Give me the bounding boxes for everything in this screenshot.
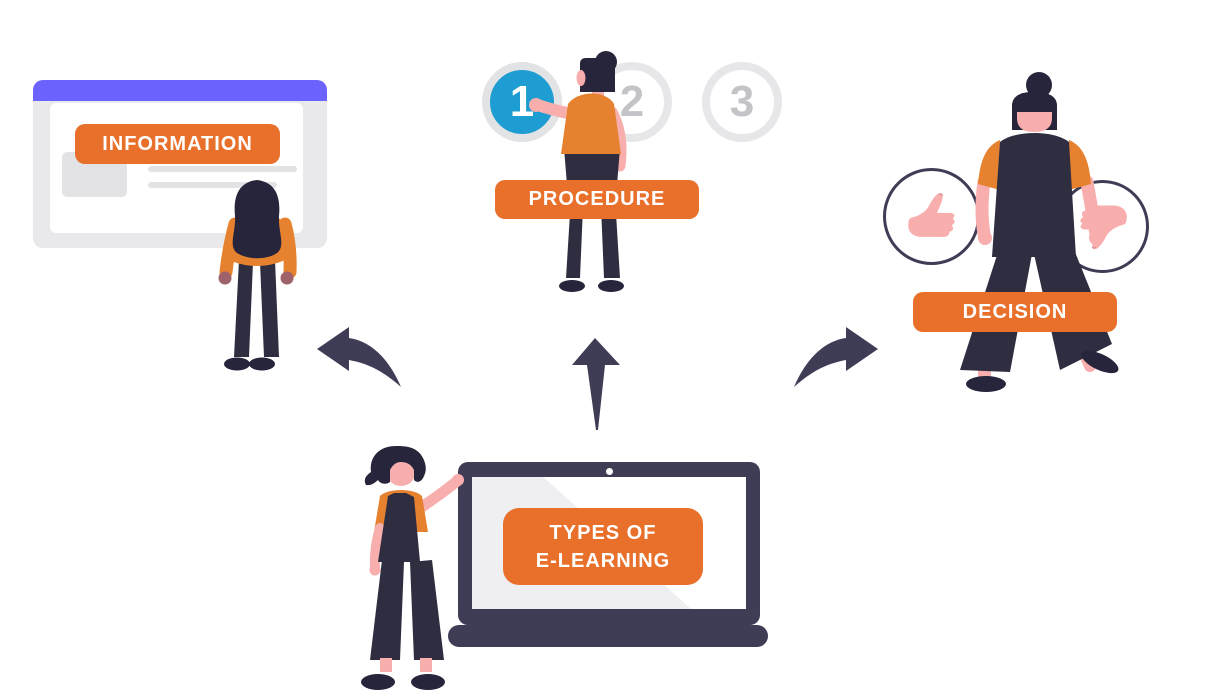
root-label-line2: E-LEARNING xyxy=(535,549,671,572)
browser-window xyxy=(33,80,327,248)
types-of-elearning-label: TYPES OF E-LEARNING xyxy=(503,508,703,585)
webcam-icon xyxy=(606,468,613,475)
decision-label: DECISION xyxy=(913,292,1117,332)
person-viewing-information xyxy=(218,180,297,371)
thumbs-up-icon xyxy=(907,192,955,237)
arrow-up-icon xyxy=(572,338,620,430)
person-pointing-step xyxy=(529,51,627,292)
text-placeholder-line xyxy=(148,166,297,172)
text-placeholder-line xyxy=(148,182,277,188)
arrow-curve-left-icon xyxy=(317,327,401,387)
procedure-label: PROCEDURE xyxy=(495,180,699,219)
laptop-keyboard xyxy=(470,617,748,626)
step-number: 3 xyxy=(729,77,755,126)
information-label: INFORMATION xyxy=(75,124,280,164)
step-number: 2 xyxy=(619,77,645,126)
browser-titlebar xyxy=(33,80,327,101)
person-presenting-laptop xyxy=(361,446,464,690)
root-label-line1: TYPES OF xyxy=(549,521,657,544)
person-deciding xyxy=(960,72,1119,392)
arrow-curve-right-icon xyxy=(794,327,878,387)
laptop-base xyxy=(448,625,768,647)
thumbs-up-circle xyxy=(883,168,980,265)
step-3-circle: 3 xyxy=(702,62,782,142)
step-1-circle: 1 xyxy=(482,62,562,142)
